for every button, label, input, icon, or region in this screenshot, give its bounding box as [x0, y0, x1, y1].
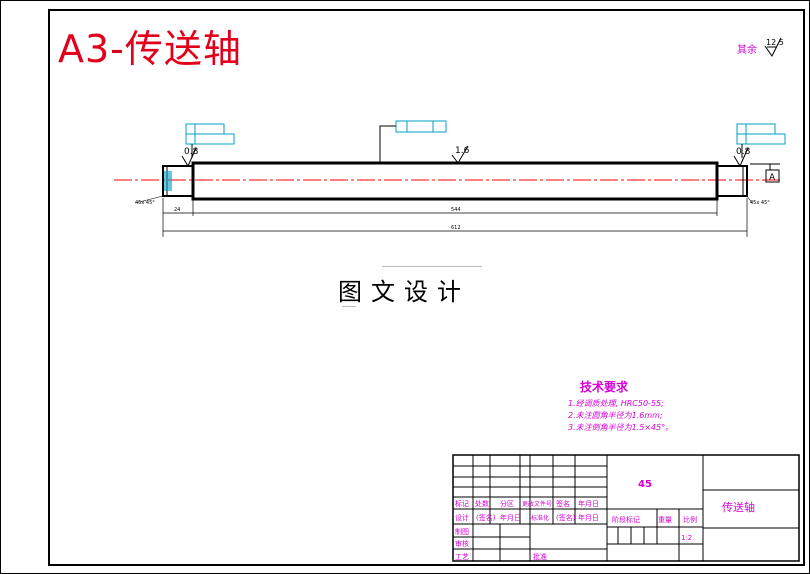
svg-text:(签名): (签名): [556, 513, 576, 522]
svg-text:分区: 分区: [500, 499, 514, 508]
tech-note-1: 1.经调质处理, HRC50-55;: [568, 399, 664, 408]
svg-text:标准化: 标准化: [531, 514, 549, 522]
svg-text:1:2: 1:2: [681, 534, 692, 542]
svg-text:45x 45°: 45x 45°: [750, 200, 770, 206]
svg-text:A: A: [769, 173, 776, 183]
dimension-lines: [162, 198, 748, 237]
tolerance-frame-middle: [379, 120, 447, 162]
svg-text:设计: 设计: [455, 513, 469, 522]
drawing-title: A3-传送轴: [58, 27, 242, 71]
material-value: 45: [638, 479, 652, 490]
title-block: [452, 454, 800, 562]
roughness-mark-middle: 1.6: [451, 145, 470, 164]
roughness-other-value: 12.5: [766, 38, 784, 47]
shaft-body: [162, 161, 748, 201]
svg-text:制图: 制图: [455, 527, 469, 536]
roughness-mark-right: 0.8: [733, 147, 751, 168]
svg-text:年月日: 年月日: [500, 513, 521, 522]
drawing-frame: [48, 9, 805, 566]
thread-section: [164, 171, 172, 191]
svg-text:年月日: 年月日: [578, 499, 599, 508]
svg-text:重量: 重量: [658, 516, 672, 524]
svg-text:(签名): (签名): [476, 513, 496, 522]
roughness-mark-left: 0.8: [181, 147, 199, 168]
svg-text:阶段标记: 阶段标记: [612, 515, 640, 524]
tech-note-3: 3.未注倒角半径为1.5×45°。: [568, 423, 674, 432]
title-block-text: 标记 处数 分区 更改文件号 签名 年月日 设计 (签名) 年月日 标准化 (签…: [455, 499, 697, 561]
svg-text:审核: 审核: [455, 539, 469, 548]
tolerance-frame-right: [736, 123, 786, 158]
drawing-name: 传送轴: [722, 500, 755, 514]
svg-text:更改文件号: 更改文件号: [522, 500, 552, 508]
dimension-total: 612: [451, 225, 461, 231]
roughness-other-icon: 12.5: [764, 37, 784, 57]
svg-text:工艺: 工艺: [455, 553, 469, 561]
tech-note-2: 2.未注圆角半径为1.6mm;: [568, 411, 663, 420]
svg-text:0.8: 0.8: [736, 147, 751, 157]
svg-text:0.8: 0.8: [184, 147, 199, 157]
svg-text:标记: 标记: [455, 499, 469, 508]
caption-rule-bottom: [342, 306, 356, 307]
svg-text:处数: 处数: [475, 499, 489, 508]
svg-text:批准: 批准: [533, 552, 547, 561]
chamfer-label-left: 45x 45°: [134, 195, 164, 206]
svg-text:签名: 签名: [556, 499, 570, 508]
roughness-other-label: 其余: [737, 45, 757, 56]
dimension-shoulder: 24: [174, 207, 180, 213]
dimension-middle: 544: [451, 207, 461, 213]
svg-text:年月日: 年月日: [578, 513, 599, 522]
svg-text:45x 45°: 45x 45°: [135, 200, 155, 206]
svg-text:比例: 比例: [683, 515, 697, 524]
caption-rule-top: [382, 266, 482, 267]
tolerance-frame-left: [185, 123, 235, 158]
chamfer-label-right: 45x 45°: [746, 195, 770, 206]
svg-text:1.6: 1.6: [455, 146, 470, 156]
tech-requirements-title: 技术要求: [580, 380, 629, 394]
datum-marker: A: [750, 163, 780, 183]
caption-text: 图文设计: [338, 278, 470, 306]
